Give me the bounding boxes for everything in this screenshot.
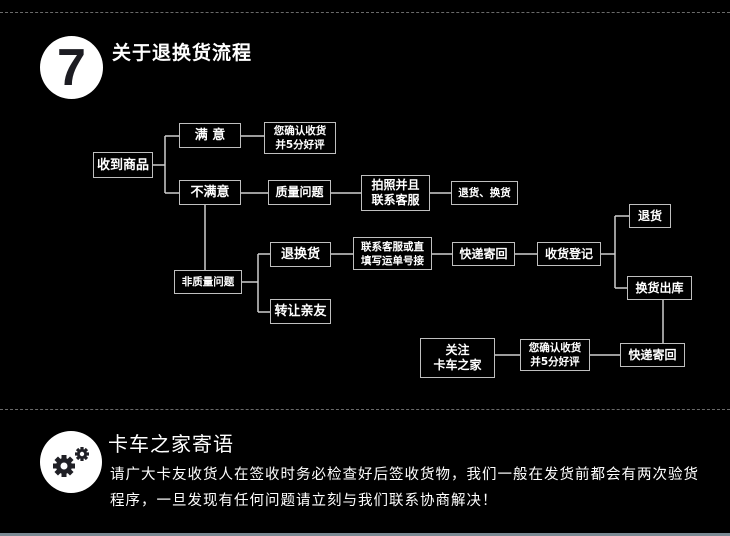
middle-divider [0,409,730,410]
node-confirm-rate-1: 您确认收货 并5分好评 [264,122,336,154]
node-non-quality-issue: 非质量问题 [174,270,242,294]
section-number: 7 [57,38,86,97]
gears-icon [53,447,89,477]
section-number-badge: 7 [40,36,103,99]
node-unsatisfied: 不满意 [179,180,241,205]
bottom-border [0,533,730,536]
node-express-back-1: 快递寄回 [452,242,515,266]
node-receive: 收到商品 [93,152,153,178]
node-express-back-2: 快递寄回 [620,343,685,367]
node-contact-fill: 联系客服或直 填写运单号接 [353,237,432,270]
node-follow: 关注 卡车之家 [420,338,495,378]
node-quality-issue: 质量问题 [268,180,331,205]
node-transfer-friend: 转让亲友 [270,299,331,324]
tips-title: 卡车之家寄语 [108,432,234,456]
tips-text: 请广大卡友收货人在签收时务必检查好后签收货物，我们一般在发货前都会有两次验货程序… [110,467,699,509]
top-divider [0,12,730,13]
node-photo-contact: 拍照并且 联系客服 [361,175,430,211]
tips-icon-badge [40,431,102,493]
node-exchange-out: 换货出库 [627,276,692,300]
node-return-exchange-2: 退换货 [270,242,331,267]
node-receipt-register: 收货登记 [537,242,601,266]
node-confirm-rate-2: 您确认收货 并5分好评 [520,339,590,371]
node-satisfied: 满 意 [179,123,241,148]
node-return-exchange-1: 退货、换货 [451,181,518,205]
node-refund: 退货 [629,204,671,228]
section-title: 关于退换货流程 [112,42,253,64]
